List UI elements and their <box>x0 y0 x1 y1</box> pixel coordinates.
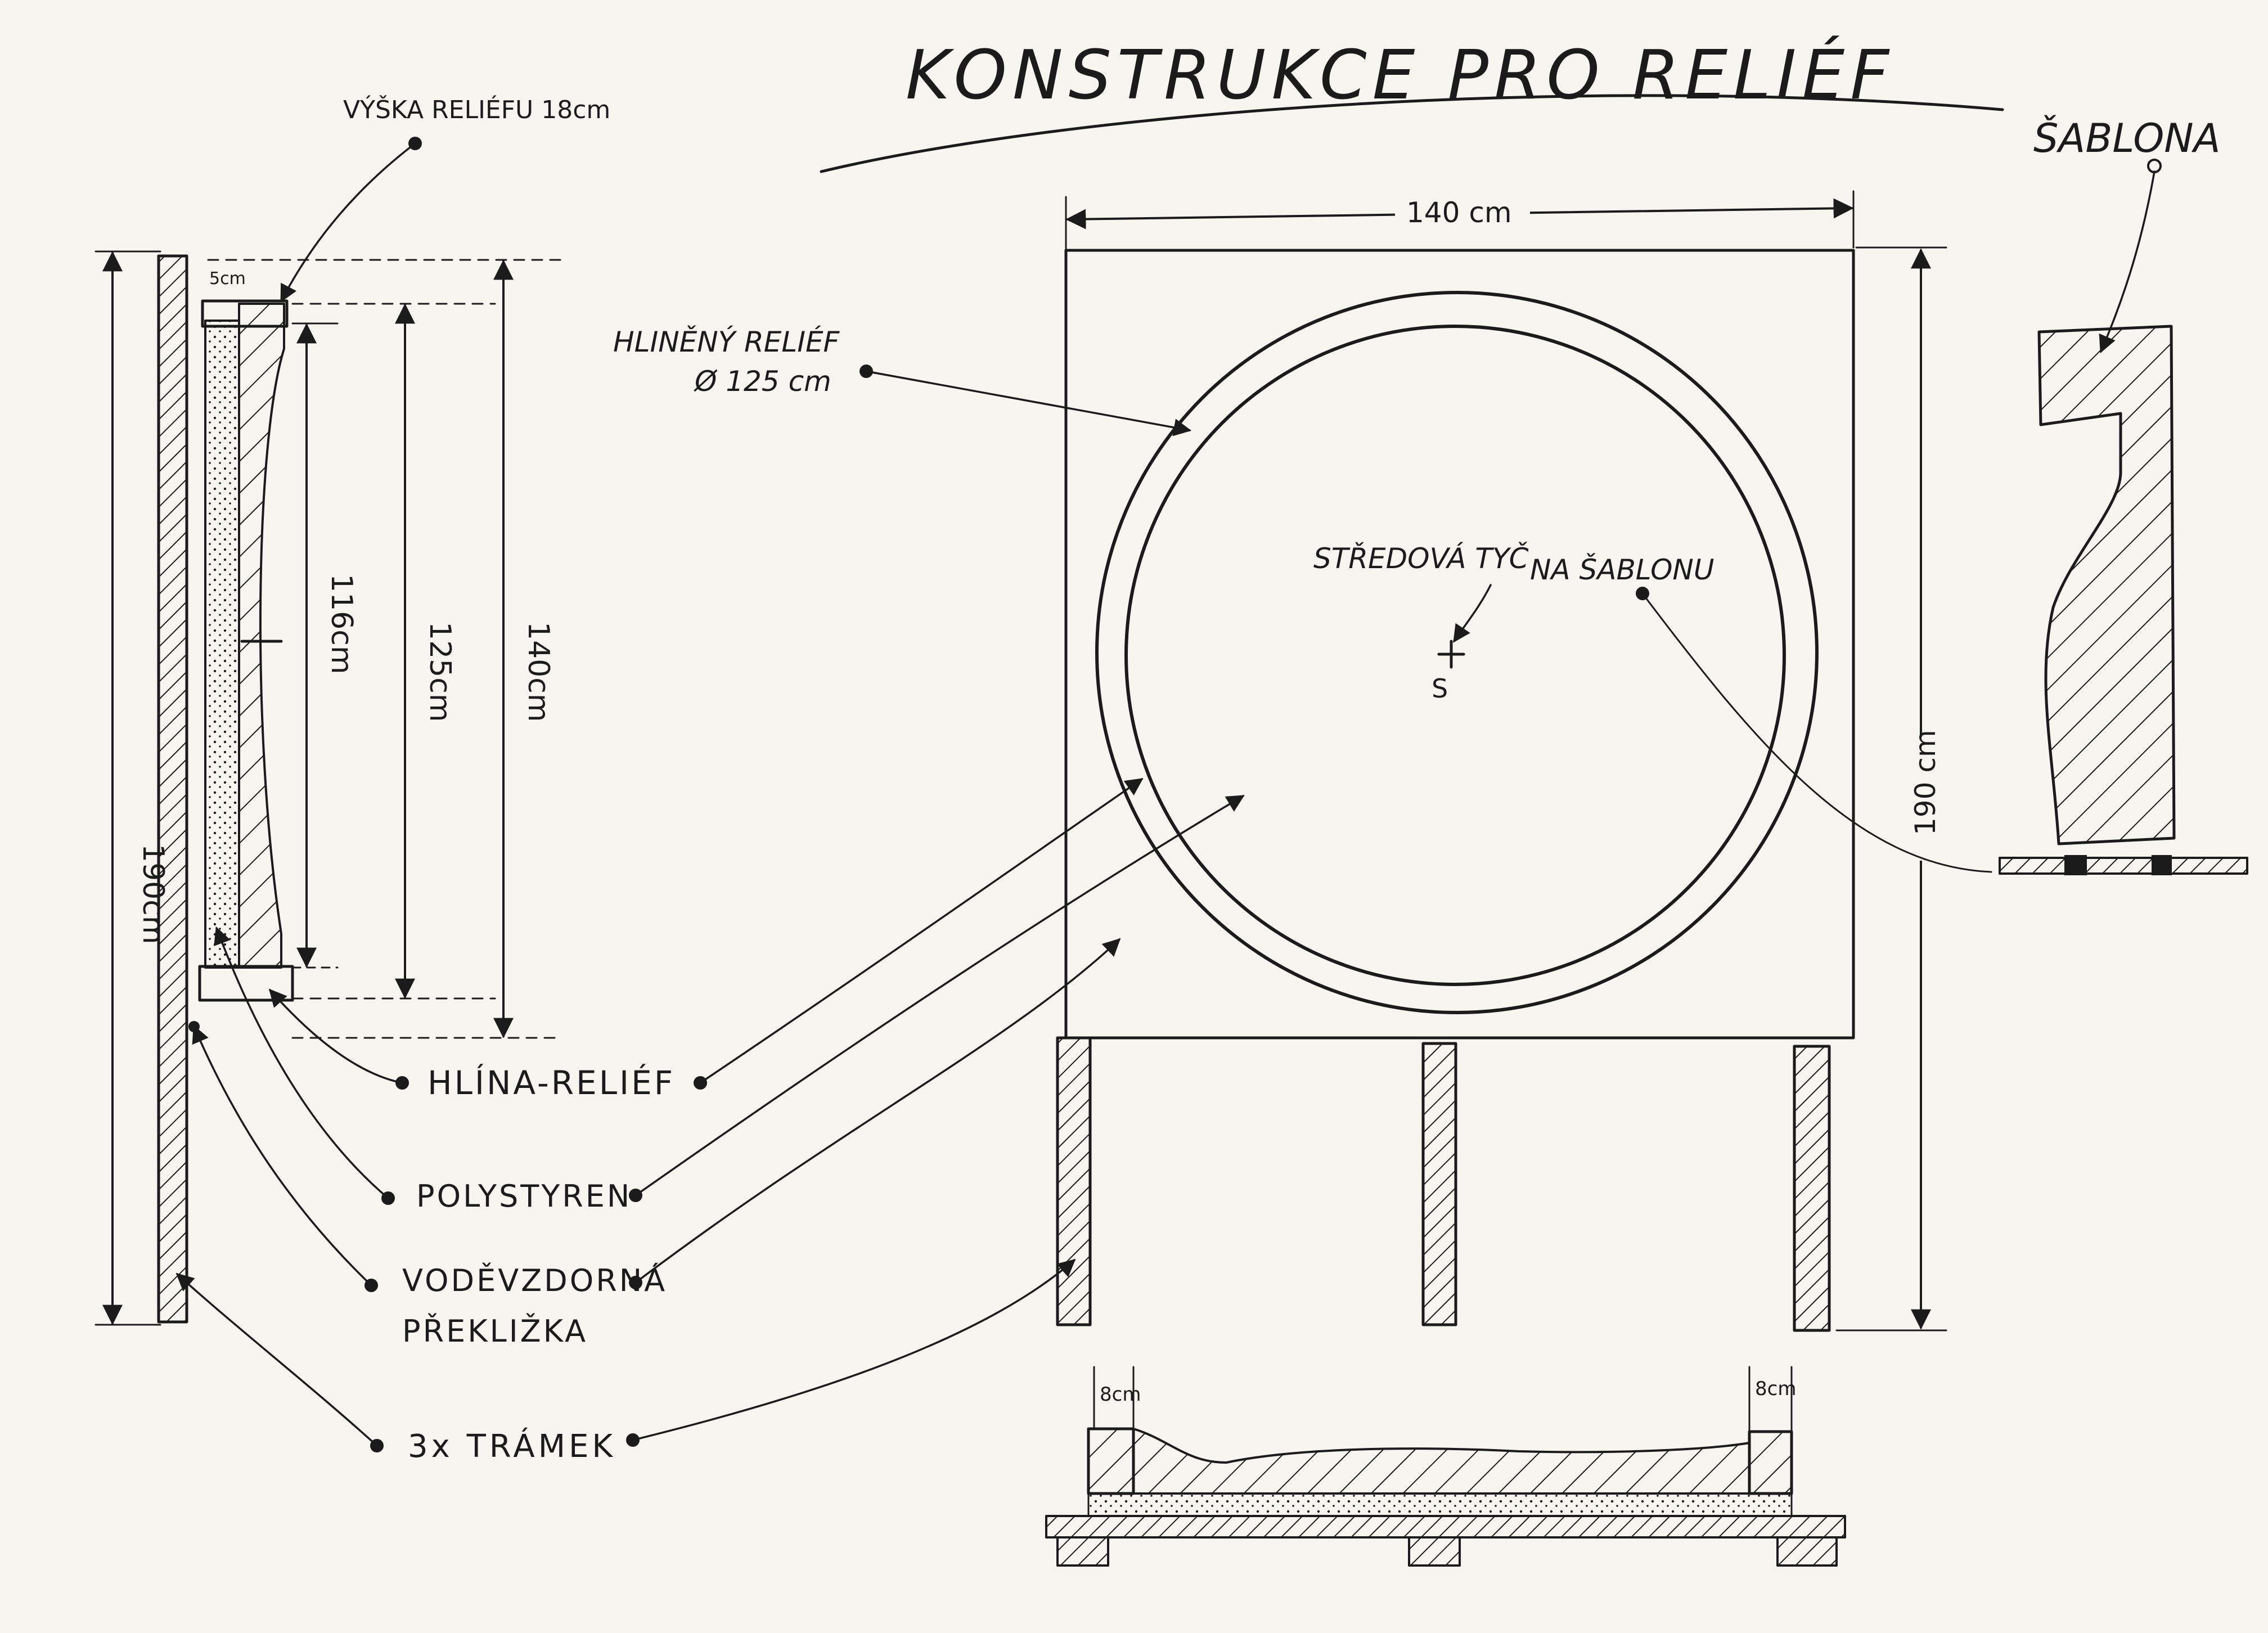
section-plywood <box>1045 1515 1846 1538</box>
section-beam-center <box>1408 1536 1461 1567</box>
relief-top-cap <box>201 299 289 328</box>
template-view <box>1999 325 2248 875</box>
dim-label-140: 140cm <box>521 622 555 722</box>
section-frame-left <box>1087 1427 1135 1495</box>
title-underline <box>820 94 2004 173</box>
section-right-label: 8cm <box>1755 1378 1796 1400</box>
front-view: S <box>1056 190 1947 1332</box>
leg-right <box>1793 1045 1831 1332</box>
section-left-label: 8cm <box>1100 1383 1141 1406</box>
front-height-label: 190 cm <box>1909 730 1942 835</box>
template-base-bar <box>1999 857 2248 875</box>
dim-label-125: 125cm <box>423 622 457 722</box>
section-beam-left <box>1056 1536 1109 1567</box>
section-polystyrene <box>1087 1492 1793 1517</box>
front-board <box>1064 249 1855 1040</box>
center-rod-label-1: STŘEDOVÁ TYČ <box>1313 542 1529 575</box>
center-rod-leader <box>1453 584 1492 643</box>
section-frame-right <box>1748 1430 1793 1495</box>
template-label-leader <box>2099 170 2156 353</box>
legend-plywood-2: PŘEKLIŽKA <box>402 1313 588 1349</box>
section-view <box>1045 1366 1846 1567</box>
section-beam-right <box>1776 1536 1838 1567</box>
legend-polystyrene: POLYSTYREN <box>416 1178 632 1214</box>
dim-label-190: 190cm <box>136 844 170 944</box>
top-offset-label: 5cm <box>209 269 246 289</box>
section-relief-surface <box>1087 1428 1793 1495</box>
clay-relief-label-1: HLINĚNÝ RELIÉF <box>613 325 840 358</box>
legend-beams: 3x TRÁMEK <box>408 1428 616 1465</box>
legend: HLÍNA-RELIÉF POLYSTYREN VODĚVZDORNÁ PŘEK… <box>176 778 1245 1465</box>
legend-plywood-1: VODĚVZDORNÁ <box>402 1263 667 1298</box>
side-view <box>94 250 564 1326</box>
beam-side <box>157 254 188 1324</box>
dim-label-116: 116cm <box>325 574 358 674</box>
relief-height-label: VÝŠKA RELIÉFU 18cm <box>343 95 610 124</box>
relief-inner-circle <box>1124 325 1786 986</box>
relief-outer-circle <box>1095 291 1819 1014</box>
template-rod-leader <box>1641 592 1992 873</box>
polystyrene-block <box>204 320 240 969</box>
relief-height-leader <box>280 142 416 303</box>
leg-center <box>1421 1042 1457 1326</box>
template-label: ŠABLONA <box>2033 115 2221 161</box>
center-mark: S <box>1432 673 1448 704</box>
leg-left <box>1056 1036 1092 1326</box>
clay-relief-profile <box>238 303 285 969</box>
template-profile <box>2037 325 2176 845</box>
legend-clay-relief: HLÍNA-RELIÉF <box>428 1063 675 1102</box>
relief-bottom-cap <box>198 965 294 1002</box>
front-width-label: 140 cm <box>1406 196 1512 229</box>
template-label-dot <box>2147 159 2162 173</box>
clay-relief-leader <box>865 370 1192 437</box>
center-rod-label-2: NA ŠABLONU <box>1530 553 1714 586</box>
clay-relief-label-2: Ø 125 cm <box>694 365 831 398</box>
